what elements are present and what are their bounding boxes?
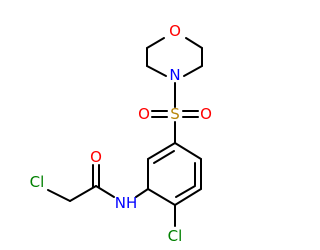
atom-cl-alkyl: Cl — [30, 173, 45, 191]
bond — [175, 185, 196, 198]
bond-c-ch2 — [69, 185, 97, 202]
bond — [146, 65, 167, 77]
atom-o-sulfonyl-left: O — [138, 105, 150, 123]
atom-o-carbonyl: O — [90, 148, 102, 166]
atom-o-sulfonyl-right: O — [200, 105, 212, 123]
carbonyl-bond — [92, 164, 100, 188]
bond — [147, 142, 176, 160]
bond — [174, 142, 202, 160]
bond-ring-nh — [135, 188, 149, 198]
benzene-ring — [147, 142, 202, 206]
atom-o-morpholine: O — [169, 22, 181, 40]
atom-s-sulfonyl: S — [170, 105, 180, 123]
bond-ch2-cl — [47, 189, 71, 202]
atom-cl-aryl: Cl — [168, 227, 183, 245]
morpholine-ring — [146, 37, 203, 77]
bond — [153, 150, 175, 164]
bond — [185, 37, 203, 49]
atom-n-morpholine: N — [169, 66, 180, 84]
sulfonyl-bonds — [151, 110, 199, 118]
bond — [183, 65, 203, 77]
structure-diagram: O N S O O O NH Cl Cl — [30, 22, 212, 245]
bond — [147, 188, 176, 206]
atom-nh-amide: NH — [115, 194, 138, 212]
bond — [146, 37, 165, 49]
bond — [174, 188, 202, 206]
